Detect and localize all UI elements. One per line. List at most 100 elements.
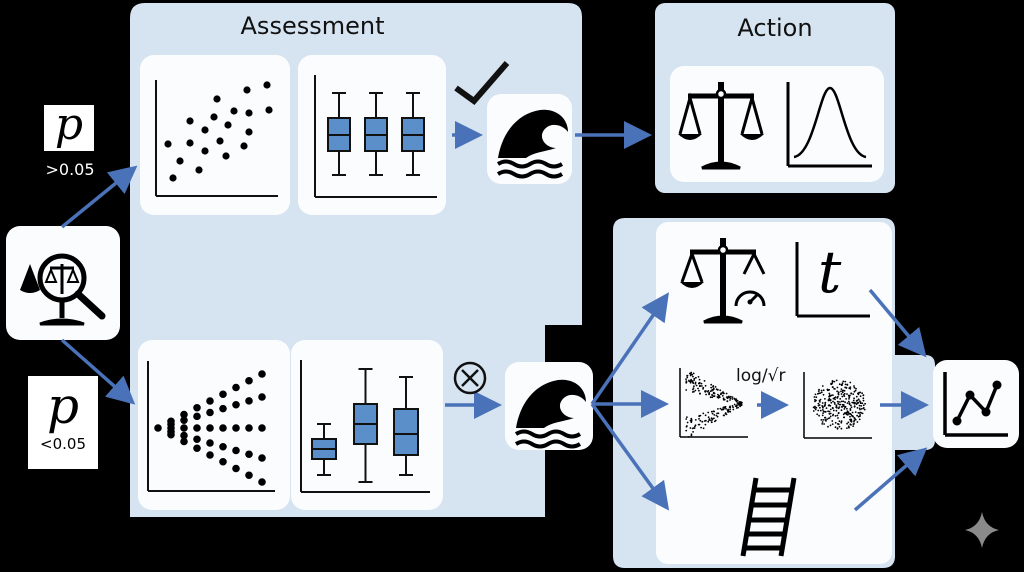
scatter-linear-icon xyxy=(155,80,278,197)
wave-icon xyxy=(496,109,568,179)
scatter-dot xyxy=(716,412,718,415)
scatter-dot xyxy=(707,411,710,414)
scatter-dot xyxy=(848,403,851,406)
scatter-dot xyxy=(700,426,702,429)
scatter-dot xyxy=(852,399,855,402)
scatter-dot xyxy=(737,406,739,409)
scatter-dot xyxy=(736,404,738,406)
scatter-dot xyxy=(833,401,836,404)
scatter-dot xyxy=(707,420,710,423)
scatter-dot xyxy=(816,413,819,416)
scatter-dot xyxy=(206,424,214,432)
scatter-dot xyxy=(831,420,834,422)
scatter-dot xyxy=(837,417,839,419)
scatter-dot xyxy=(698,389,700,392)
scatter-dot xyxy=(240,142,248,150)
scatter-dot xyxy=(697,423,700,426)
scatter-dot xyxy=(815,399,817,402)
scatter-dot xyxy=(685,380,688,382)
scatter-dot xyxy=(828,417,831,419)
p-label-lower: p <0.05 xyxy=(28,376,98,469)
scatter-dot xyxy=(169,174,177,182)
scatter-dot xyxy=(692,387,695,389)
scatter-dot xyxy=(854,418,857,421)
scatter-dot xyxy=(817,402,820,405)
scatter-dot xyxy=(841,391,844,394)
scatter-dot xyxy=(821,402,824,404)
arrow-t-to-output xyxy=(868,288,927,358)
scatter-dot xyxy=(710,410,713,413)
scatter-dot xyxy=(833,380,836,383)
scatter-dot xyxy=(686,425,688,427)
box-plot xyxy=(364,92,388,176)
scatter-dot xyxy=(821,409,824,411)
scatter-dot xyxy=(836,414,839,417)
scatter-dot xyxy=(711,396,714,399)
scatter-dot xyxy=(245,376,253,385)
arrows xyxy=(60,121,929,512)
scatter-dot xyxy=(859,391,862,394)
scatter-dot xyxy=(719,407,722,410)
check-icon xyxy=(454,61,510,106)
scatter-dot xyxy=(717,408,719,410)
scatter-dot xyxy=(812,406,815,409)
scatter-dot xyxy=(686,374,689,377)
scatter-dot xyxy=(827,410,829,413)
scatter-dot xyxy=(857,398,860,401)
scatter-dot xyxy=(846,427,848,429)
scatter-dot xyxy=(703,380,706,382)
scatter-dot xyxy=(720,393,722,396)
scatter-dot xyxy=(819,409,822,412)
scatter-dot xyxy=(820,391,823,394)
scatter-dot xyxy=(863,408,866,411)
scatter-dot xyxy=(840,427,843,430)
scatter-dot xyxy=(840,383,843,386)
scatter-dot xyxy=(714,386,717,388)
scatter-dot xyxy=(841,382,844,385)
scatter-dot xyxy=(822,419,825,421)
scatter-dot xyxy=(828,413,831,415)
scatter-dot xyxy=(692,431,694,433)
scatter-dot xyxy=(729,408,731,411)
scatter-dot xyxy=(851,401,854,404)
scatter-dot xyxy=(819,406,821,409)
scatter-dot xyxy=(201,147,209,155)
scatter-dot xyxy=(847,421,850,424)
circled-x-icon xyxy=(453,361,487,395)
scatter-dot xyxy=(864,402,866,405)
scatter-dot xyxy=(735,405,738,408)
scatter-dot xyxy=(731,405,734,407)
scatter-dot xyxy=(222,152,230,160)
scatter-dot xyxy=(841,395,844,398)
scatter-dot xyxy=(712,387,715,390)
scatter-dot xyxy=(836,386,839,389)
scatter-dot xyxy=(850,404,852,407)
scatter-dot xyxy=(258,370,266,378)
scatter-dot xyxy=(694,424,697,427)
scatter-dot xyxy=(846,393,848,395)
scatter-dot xyxy=(690,378,692,381)
scatter-dot xyxy=(722,391,724,393)
scatter-dot xyxy=(729,397,732,400)
scatter-dot xyxy=(154,424,162,432)
scatter-dot xyxy=(232,383,240,392)
scatter-dot xyxy=(736,399,739,402)
scatter-dot xyxy=(844,380,847,383)
scatter-dot xyxy=(819,398,822,401)
scatter-dot xyxy=(717,388,719,391)
scales-gauge-icon xyxy=(680,238,766,324)
scatter-dot xyxy=(812,410,815,412)
scatter-dot xyxy=(206,439,214,447)
p-condition-lower: <0.05 xyxy=(40,435,86,453)
scatter-dot xyxy=(709,396,712,398)
scatter-dot xyxy=(821,405,824,407)
scatter-dot xyxy=(813,396,816,398)
scatter-dot xyxy=(694,381,697,384)
scatter-dot xyxy=(693,379,695,381)
scatter-dot xyxy=(693,390,695,393)
scatter-dot xyxy=(699,384,701,387)
scales-magnifier-icon xyxy=(20,253,106,326)
scatter-dot xyxy=(705,419,707,422)
scatter-dot xyxy=(820,389,823,392)
scatter-dot xyxy=(729,410,732,413)
